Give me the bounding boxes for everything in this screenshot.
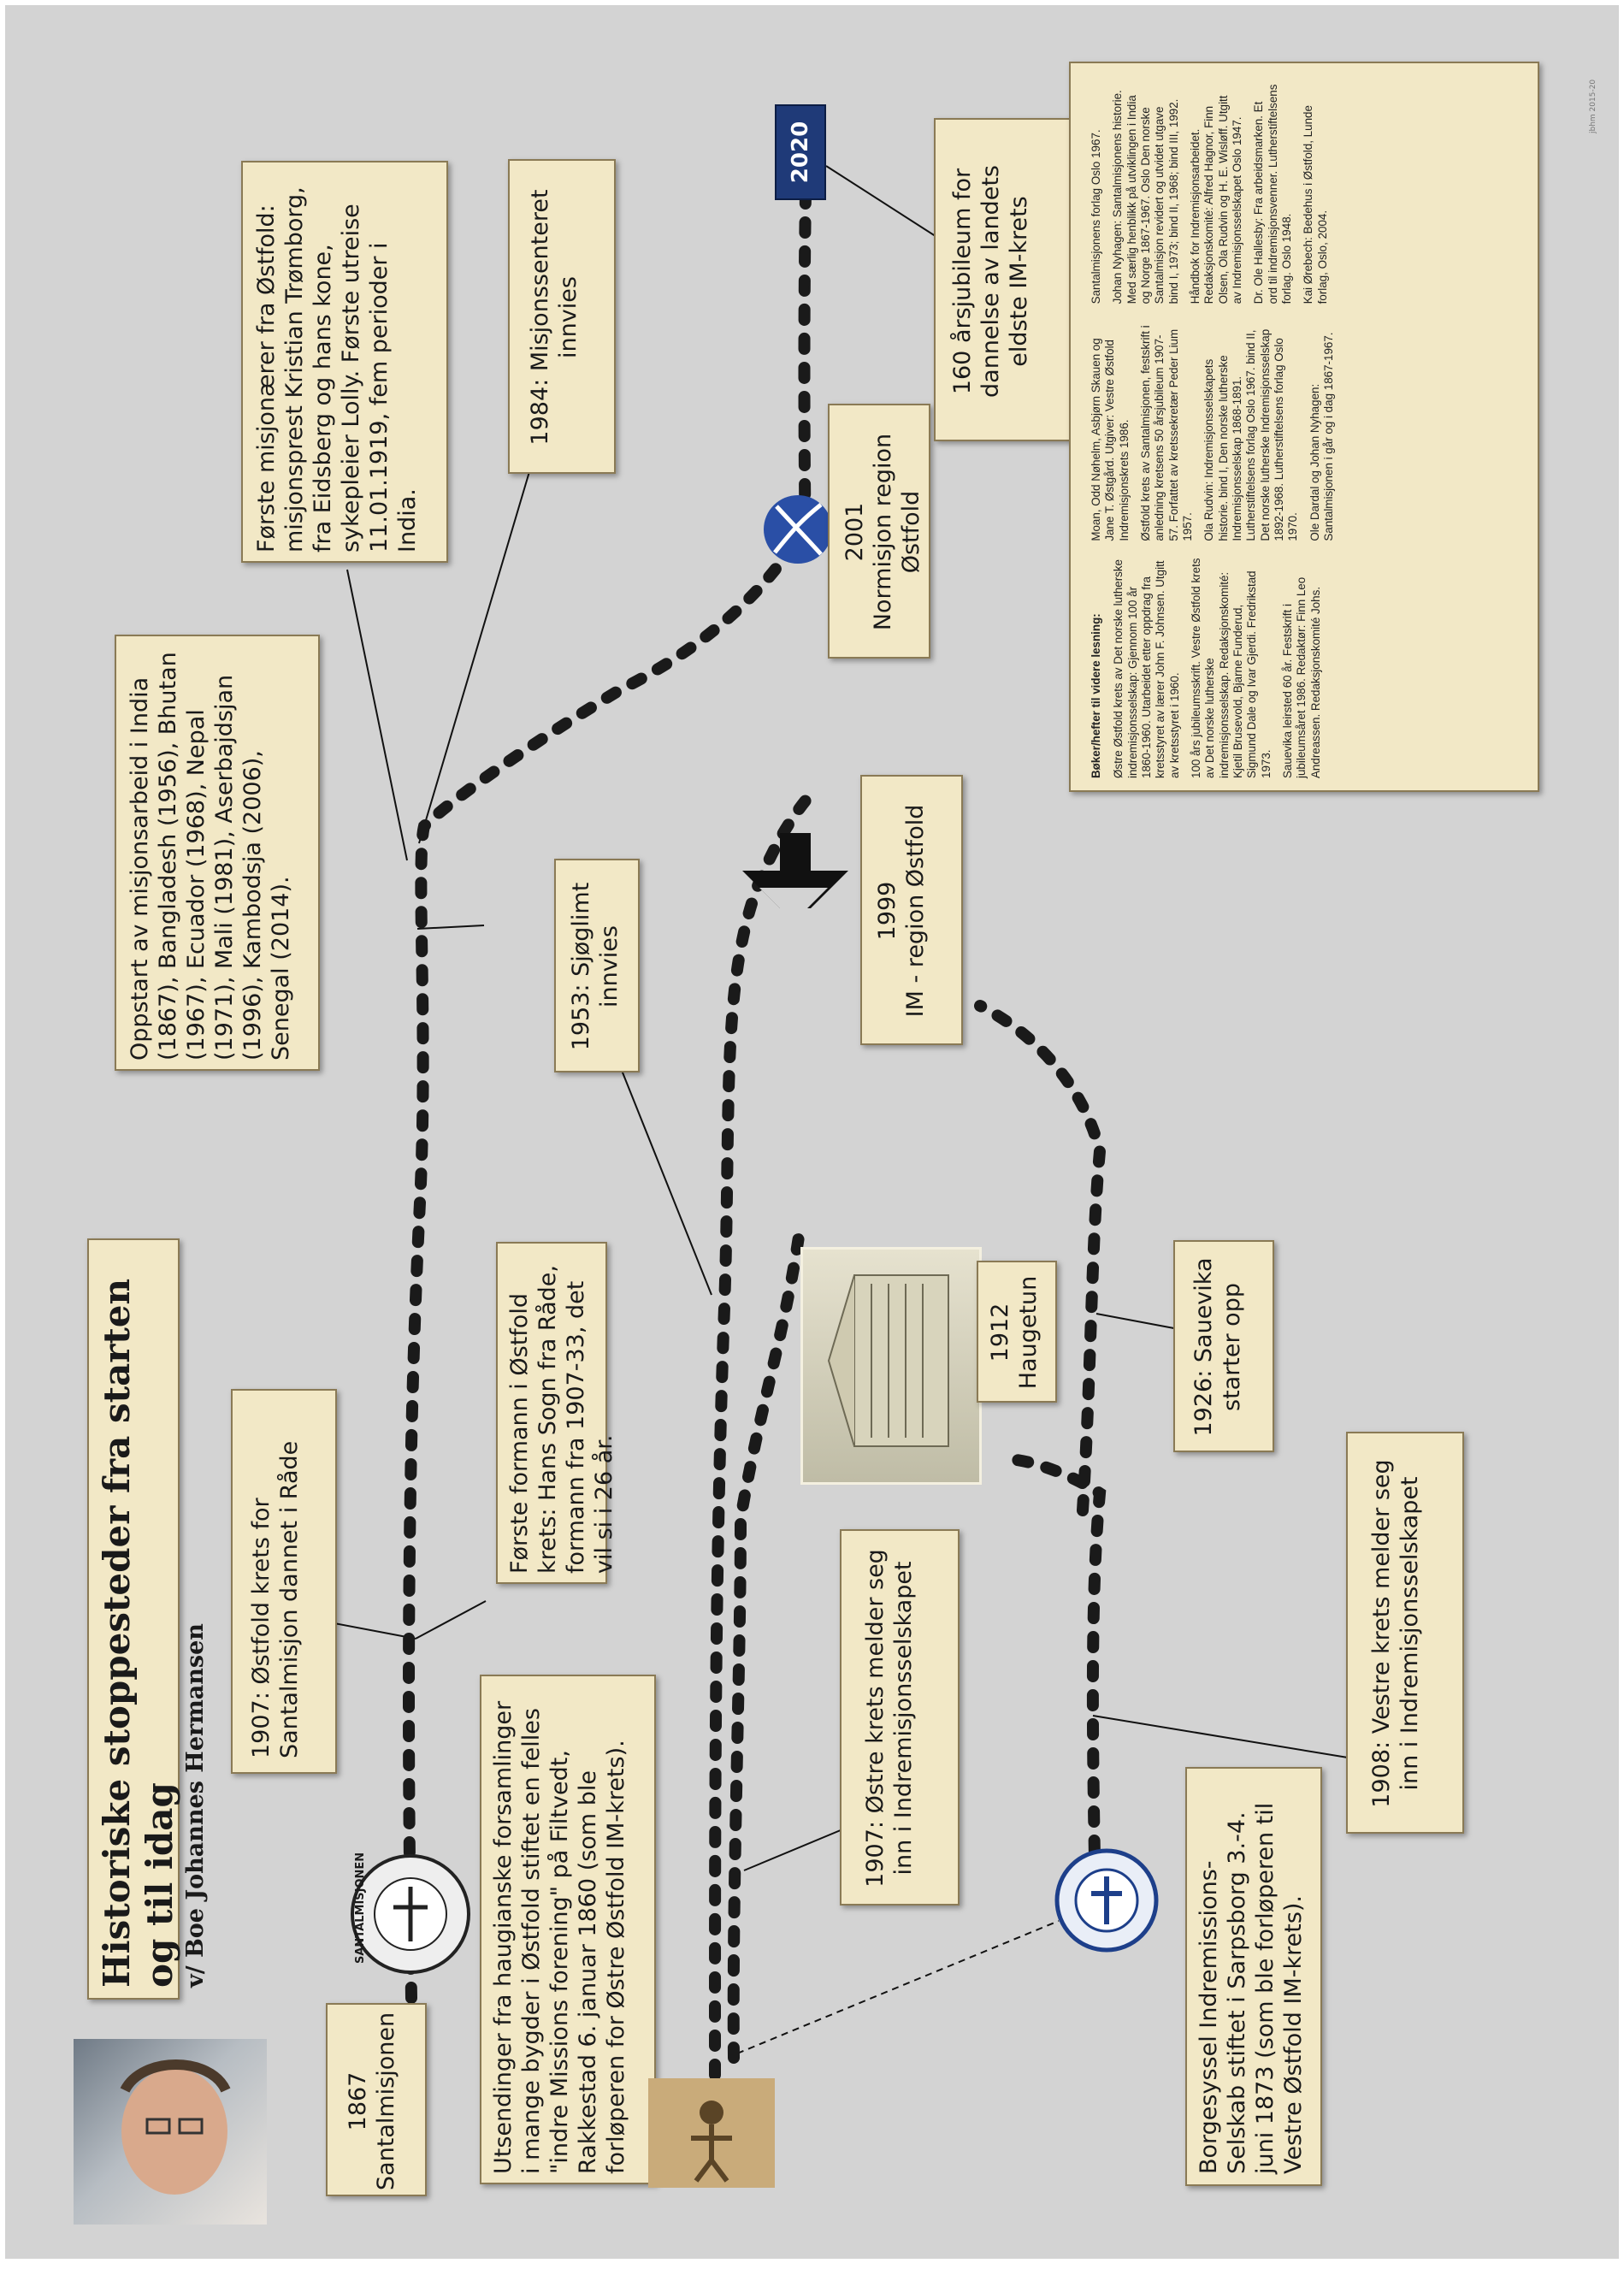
note-text: 1999 IM - region Østfold [874, 804, 929, 1018]
reference-item: Johan Nyhagen: Santalmisjonens historie.… [1111, 90, 1180, 304]
references-heading: Bøker/hefter til videre lesning: [1090, 613, 1102, 778]
santalmisjonen-seal-icon: SANTALMISJONEN [347, 1851, 474, 1977]
note-text: Første formann i Østfold krets: Hans Sog… [506, 1265, 617, 1574]
im-mark-icon [742, 828, 848, 927]
note-borgesyssel-1873: Borgesyssel Indremissions-Selskab stifte… [1185, 1767, 1322, 2186]
normisjon-x-icon [761, 493, 835, 566]
note-text: 1912 Haugetun [987, 1275, 1042, 1390]
page-subtitle: v/ Boe Johannes Hermansen [181, 1623, 209, 1988]
note-text: Utsendinger fra haugianske forsamlinger … [490, 1700, 629, 2174]
note-sjoglimt-1953: 1953: Sjøglimt innvies [554, 859, 640, 1072]
note-jubileum-160: 160 årsjubileum for dannelse av landets … [934, 118, 1078, 441]
note-haugetun-1912: 1912 Haugetun [977, 1261, 1057, 1403]
note-text: 1907: Østfold krets for Santalmisjon dan… [248, 1440, 303, 1758]
reference-item: Østfold krets av Santalmisjonen, festskr… [1139, 325, 1195, 541]
note-text: Oppstart av misjonsarbeid i India (1867)… [127, 652, 294, 1061]
note-normisjon-2001: 2001 Normisjon region Østfold [828, 404, 930, 659]
badge-2020: 2020 [775, 104, 826, 200]
reference-item: Håndbok for Indremisjonsarbeidet. Redaks… [1189, 95, 1244, 304]
note-forste-formann: Første formann i Østfold krets: Hans Sog… [496, 1242, 617, 1584]
page-title: Historiske stoppesteder fra starten og t… [96, 1278, 181, 1988]
indremisjonsselskapet-seal-icon [1054, 1847, 1160, 1953]
connector-lines [316, 165, 1354, 1871]
reference-item: 100 års jubileumsskrift. Vestre Østfold … [1190, 558, 1273, 779]
badge-2020-label: 2020 [788, 121, 813, 184]
note-forste-misjonaerer: Første misjonærer fra Østfold: misjonspr… [241, 161, 448, 563]
note-text: Borgesyssel Indremissions-Selskab stifte… [1196, 1802, 1307, 2174]
reference-item: Kai Ørebech: Bedehus i Østfold, Lunde fo… [1302, 105, 1329, 304]
references-panel: Bøker/hefter til videre lesning: Østre Ø… [1069, 62, 1539, 792]
note-text: 1867 Santalmisjonen [345, 2012, 399, 2191]
reference-item: Ola Rudvin: Indremisjonsselskapets histo… [1202, 328, 1300, 541]
stamp-figure-image [648, 2078, 775, 2188]
note-text: 1926: Sauevika starter opp [1190, 1257, 1245, 1437]
note-sauevika-1926: 1926: Sauevika starter opp [1173, 1240, 1274, 1452]
note-text: 160 årsjubileum for dannelse av landets … [949, 165, 1032, 398]
reference-item: Østre Østfold krets av Det norske luther… [1112, 558, 1181, 778]
references-text: Bøker/hefter til videre lesning: Østre Ø… [1083, 74, 1531, 787]
note-krets-1907-rade: 1907: Østfold krets for Santalmisjon dan… [231, 1389, 337, 1774]
note-im-1999: 1999 IM - region Østfold [860, 775, 963, 1045]
note-oppstart: Oppstart av misjonsarbeid i India (1867)… [115, 635, 320, 1071]
haugetun-postcard-image [800, 1247, 982, 1485]
note-text: 2001 Normisjon region Østfold [842, 433, 924, 631]
title-banner: Historiske stoppesteder fra starten og t… [87, 1238, 209, 2000]
credit-text: jbhm 2015-20 [1589, 79, 1597, 133]
note-utsendinger-1860: Utsendinger fra haugianske forsamlinger … [480, 1675, 656, 2184]
santalmisjonen-logo-text: SANTALMISJONEN [354, 1852, 367, 1964]
note-text: 1907: Østre krets melder seg inn i Indre… [862, 1549, 917, 1888]
reference-item: Dr. Ole Hallesby: Fra arbeidsmarken. Et … [1252, 84, 1294, 304]
note-text: Første misjonærer fra Østfold: misjonspr… [253, 186, 421, 552]
portrait-photo [74, 2039, 267, 2225]
note-ostre-1907: 1907: Østre krets melder seg inn i Indre… [840, 1529, 960, 1906]
note-text: 1984: Misjonssenteret innvies [527, 189, 582, 446]
note-santalmisjonen-1867: 1867 Santalmisjonen [326, 2003, 427, 2196]
note-text: 1908: Vestre krets melder seg inn i Indr… [1368, 1459, 1423, 1808]
note-misjonssenteret-1984: 1984: Misjonssenteret innvies [508, 159, 616, 474]
note-vestre-1908: 1908: Vestre krets melder seg inn i Indr… [1346, 1432, 1464, 1834]
dashed-connector [736, 1920, 1060, 2054]
note-text: 1953: Sjøglimt innvies [568, 882, 623, 1051]
